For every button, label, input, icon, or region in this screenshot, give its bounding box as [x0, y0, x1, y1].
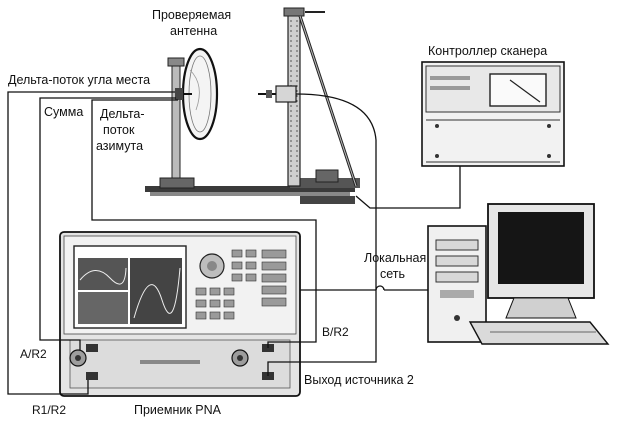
- delta-azimuth-label-line1: Дельта-: [100, 107, 145, 121]
- source-2-output-label: Выход источника 2: [304, 373, 414, 387]
- labels: Проверяемая антенна Дельта-поток угла ме…: [8, 8, 547, 417]
- antenna-under-test: [159, 47, 219, 189]
- sum-label: Сумма: [44, 105, 83, 119]
- delta-azimuth-label-line2: поток: [103, 123, 135, 137]
- cables: [7, 91, 461, 395]
- antenna-label-line2: антенна: [170, 24, 217, 38]
- port-b-r2-label: B/R2: [322, 325, 349, 339]
- scanner-controller: [421, 61, 565, 167]
- port-r1-r2-label: R1/R2: [32, 403, 66, 417]
- scanner-controller-label: Контроллер сканера: [428, 44, 547, 58]
- delta-elevation-label: Дельта-поток угла места: [8, 73, 150, 87]
- computer: [427, 203, 610, 345]
- delta-azimuth-label-line3: азимута: [96, 139, 143, 153]
- lan-label-line2: сеть: [380, 267, 405, 281]
- receiver-label: Приемник PNA: [134, 403, 222, 417]
- pna-receiver: [59, 231, 301, 397]
- antenna-label-line1: Проверяемая: [152, 8, 231, 22]
- port-a-r2-label: A/R2: [20, 347, 47, 361]
- lan-label-line1: Локальная: [364, 251, 426, 265]
